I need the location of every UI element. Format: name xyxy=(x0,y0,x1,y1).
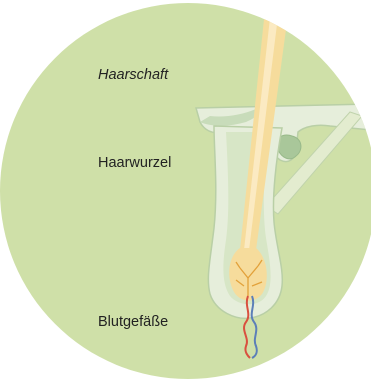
label-hair-root: Haarwurzel xyxy=(98,155,171,171)
label-blood-vessels: Blutgefäße xyxy=(98,314,168,330)
label-hair-shaft: Haarschaft xyxy=(98,67,168,83)
background-circle xyxy=(0,3,371,379)
